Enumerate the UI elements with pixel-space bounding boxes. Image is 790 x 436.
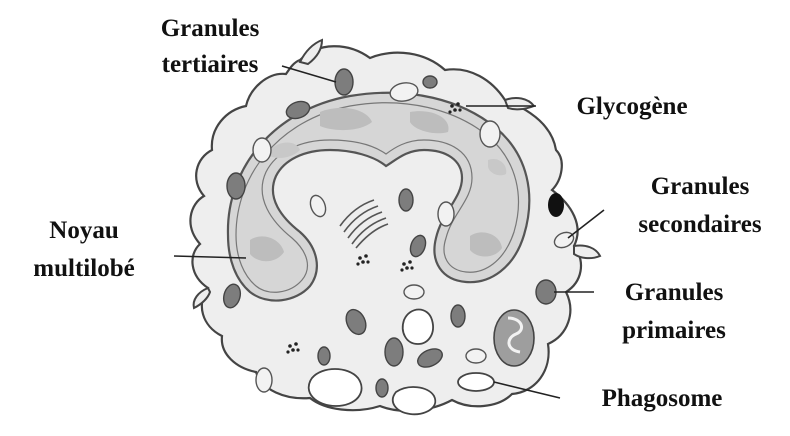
cell-process	[574, 245, 600, 258]
granule	[438, 202, 454, 226]
granule-black	[548, 193, 564, 217]
phagosome-vacuole	[309, 369, 362, 406]
granule	[318, 347, 330, 365]
label-granules-tertiaires-line1: Granules	[161, 15, 260, 42]
label-granules-primaires-line1: Granules	[625, 279, 724, 306]
granule	[399, 189, 413, 211]
label-glycogene: Glycogène	[576, 93, 687, 120]
granule	[423, 76, 437, 88]
granule	[385, 338, 403, 366]
phagosome-vacuole	[403, 310, 433, 345]
granule	[536, 280, 556, 304]
granule	[376, 379, 388, 397]
label-granules-primaires-line2: primaires	[622, 317, 726, 344]
granule	[466, 349, 486, 363]
granule	[227, 173, 245, 199]
label-granules-secondaires-line2: secondaires	[638, 211, 761, 238]
granule	[404, 285, 424, 299]
granule	[480, 121, 500, 147]
label-noyau-multilobe-line2: multilobé	[33, 255, 134, 282]
label-granules-tertiaires-line2: tertiaires	[162, 51, 259, 78]
granule	[451, 305, 465, 327]
label-phagosome: Phagosome	[602, 385, 723, 412]
mitochondrion	[494, 310, 534, 366]
cell-process	[505, 98, 534, 109]
granule	[256, 368, 272, 392]
phagosome-vacuole	[393, 387, 435, 414]
label-granules-secondaires-line1: Granules	[651, 173, 750, 200]
granule	[335, 69, 353, 95]
label-noyau-multilobe-line1: Noyau	[49, 217, 119, 244]
phagosome-vacuole	[458, 373, 494, 391]
granule	[253, 138, 271, 162]
